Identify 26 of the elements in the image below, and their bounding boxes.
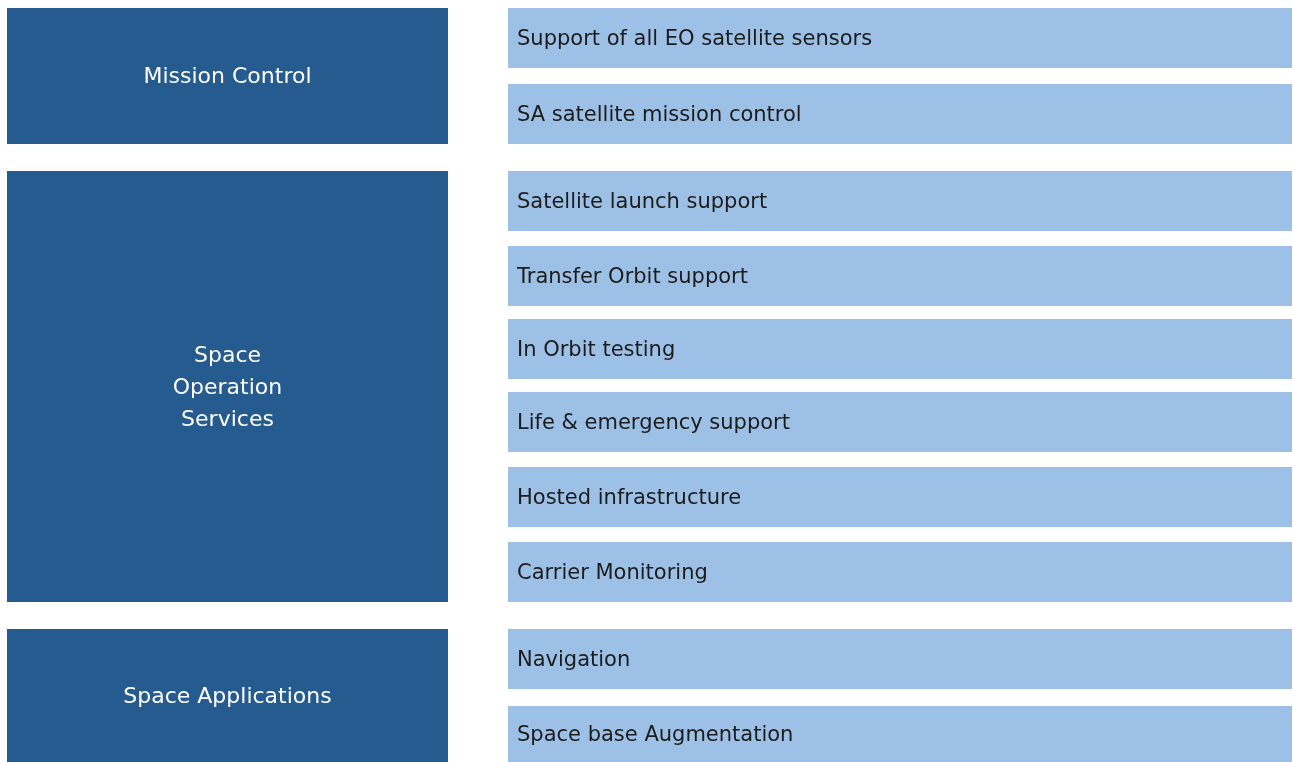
service-box	[508, 392, 1292, 452]
box-label: Mission Control	[143, 62, 312, 90]
box-label: In Orbit testing	[517, 336, 676, 363]
box-label: Support of all EO satellite sensors	[517, 25, 873, 52]
box-label: Hosted infrastructure	[517, 484, 742, 511]
box-label: Space Applications	[123, 681, 332, 710]
service-box	[508, 542, 1292, 602]
box-label: SA satellite mission control	[517, 101, 802, 128]
service-box	[508, 629, 1292, 689]
service-box	[508, 467, 1292, 527]
box-label: Satellite launch support	[517, 188, 768, 215]
box-label: Carrier Monitoring	[517, 559, 708, 586]
box-label: Space Operation Services	[171, 340, 284, 433]
box-label: Life & emergency support	[517, 409, 790, 436]
service-box	[508, 8, 1292, 68]
box-label: Transfer Orbit support	[517, 263, 748, 290]
service-box	[508, 171, 1292, 231]
service-box	[508, 319, 1292, 379]
category-box	[7, 171, 448, 602]
service-box	[508, 246, 1292, 306]
service-box	[508, 84, 1292, 144]
category-box	[7, 8, 448, 144]
box-label: Space base Augmentation	[517, 721, 794, 748]
service-box	[508, 706, 1292, 762]
box-label: Navigation	[517, 646, 631, 673]
category-box	[7, 629, 448, 762]
